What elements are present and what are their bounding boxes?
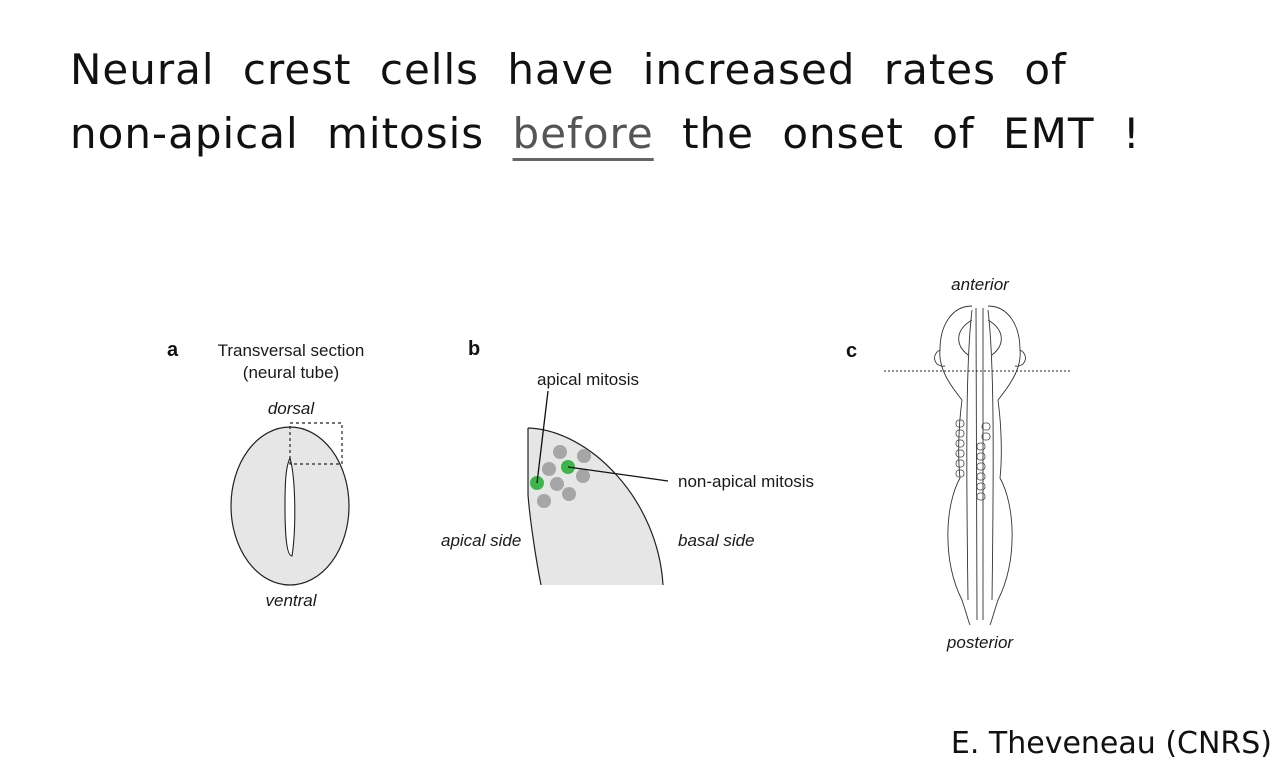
panel-b-letter: b (468, 338, 480, 360)
non-apical-mitosis-label: non-apical mitosis (678, 472, 814, 491)
panel-a: a Transversal section (neural tube) dors… (167, 339, 364, 610)
author-credit: E. Theveneau (CNRS) (950, 726, 1272, 761)
cell (537, 494, 551, 508)
panel-a-title-2: (neural tube) (243, 363, 339, 382)
headline-line-2: non-apical mitosis before the onset of E… (70, 102, 1230, 166)
cell (553, 445, 567, 459)
cell (542, 462, 556, 476)
basal-side-label: basal side (678, 531, 755, 550)
panel-a-letter: a (167, 339, 179, 361)
headline-line-2-end: the onset of EMT ! (682, 109, 1141, 158)
non-apical-mitosis-leader (567, 466, 669, 482)
ventral-label: ventral (265, 591, 317, 610)
headline: Neural crest cells have increased rates … (70, 38, 1230, 166)
apical-side-label: apical side (441, 531, 521, 550)
apical-edge (527, 428, 542, 586)
apical-mitosis-leader (536, 390, 549, 484)
anterior-label: anterior (951, 275, 1010, 294)
cell (576, 469, 590, 483)
basal-edge (527, 427, 664, 586)
apical-mitosis-label: apical mitosis (537, 370, 639, 389)
zoom-box (289, 422, 343, 465)
posterior-label: posterior (946, 633, 1014, 652)
cell (550, 477, 564, 491)
embryo-outline (934, 305, 1026, 626)
panel-b: b apical mitosis non-apical mitosis apic… (441, 338, 814, 586)
dorsal-label: dorsal (268, 399, 316, 418)
neural-tube-lumen (284, 456, 296, 557)
panel-c: c anterior (846, 275, 1072, 652)
cells (530, 445, 591, 508)
headline-line-2-start: non-apical mitosis (70, 109, 485, 158)
headline-emphasis: before (512, 109, 654, 158)
headline-line-1: Neural crest cells have increased rates … (70, 45, 1067, 94)
cell (562, 487, 576, 501)
panel-c-letter: c (846, 340, 857, 362)
somites (955, 419, 991, 501)
panel-a-title-1: Transversal section (218, 341, 365, 360)
cell (577, 449, 591, 463)
